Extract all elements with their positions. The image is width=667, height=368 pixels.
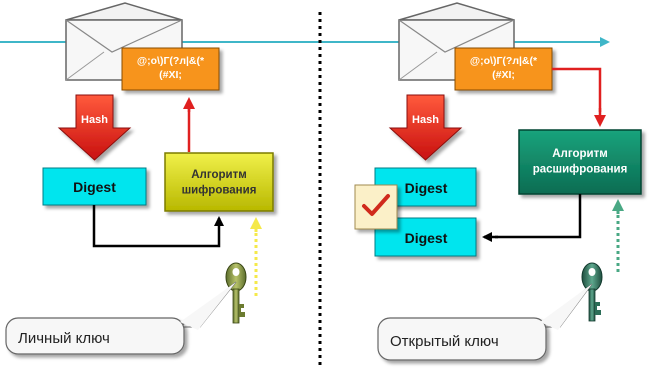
left-hash-label: Hash	[81, 114, 108, 126]
left-key-callout-text: Личный ключ	[18, 330, 110, 347]
right-ciphertext-text: @;o\)Г(?л|&(*(#XI;	[470, 55, 538, 81]
right-hash-label: Hash	[412, 114, 439, 126]
right-key-icon	[581, 262, 603, 322]
right-digest-bottom-label: Digest	[405, 230, 448, 246]
left-hash-arrow-icon	[57, 94, 132, 161]
right-hash-arrow-icon	[388, 94, 463, 161]
right-key-callout-text: Открытый ключ	[390, 333, 499, 350]
left-encrypt-algorithm-box	[164, 152, 274, 212]
right-ciphertext-box	[454, 47, 553, 91]
left-key-icon	[225, 262, 247, 324]
left-key-callout	[5, 281, 237, 355]
right-decrypt-arrow	[552, 67, 602, 112]
right-key-callout	[377, 283, 593, 361]
left-digest-label: Digest	[73, 179, 116, 195]
left-digest-box	[42, 167, 147, 206]
right-digest-connector	[495, 194, 582, 239]
right-digest-top-label: Digest	[405, 180, 448, 196]
left-ciphertext-box	[121, 47, 220, 91]
checkmark-icon	[354, 184, 398, 230]
right-decrypt-algorithm-box	[518, 129, 642, 195]
left-digest-connector	[92, 205, 221, 248]
left-ciphertext-text: @;o\)Г(?л|&(*(#XI;	[137, 55, 205, 81]
